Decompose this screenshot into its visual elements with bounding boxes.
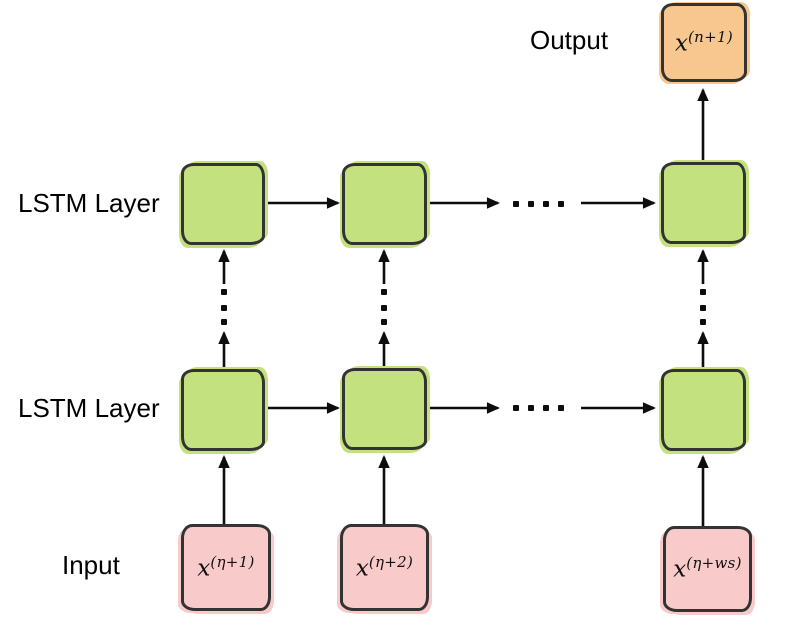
ellipsis-dots [221, 201, 706, 411]
output-node: x(n+1) [661, 3, 747, 82]
lstm-cell-bottom-1 [181, 369, 265, 451]
lstm-cell-top-1 [181, 163, 265, 245]
input-label: Input [62, 550, 120, 580]
output-node-label: x(n+1) [675, 27, 733, 57]
lstm-layer-top-label: LSTM Layer [18, 188, 160, 218]
input-node-3: x(η+ws) [663, 526, 752, 612]
input-node-2-label: x(η+2) [355, 552, 414, 582]
input-node-3-label: x(η+ws) [673, 554, 742, 583]
input-node-2: x(η+2) [340, 524, 429, 611]
lstm-cell-bottom-2 [342, 368, 427, 450]
input-node-1: x(η+1) [181, 524, 271, 611]
lstm-cell-top-3 [661, 162, 746, 244]
input-node-1-label: x(η+1) [197, 552, 255, 582]
lstm-cell-top-2 [342, 163, 427, 245]
lstm-cell-bottom-3 [661, 369, 746, 451]
lstm-layer-bottom-label: LSTM Layer [18, 393, 160, 423]
output-label: Output [530, 25, 609, 55]
